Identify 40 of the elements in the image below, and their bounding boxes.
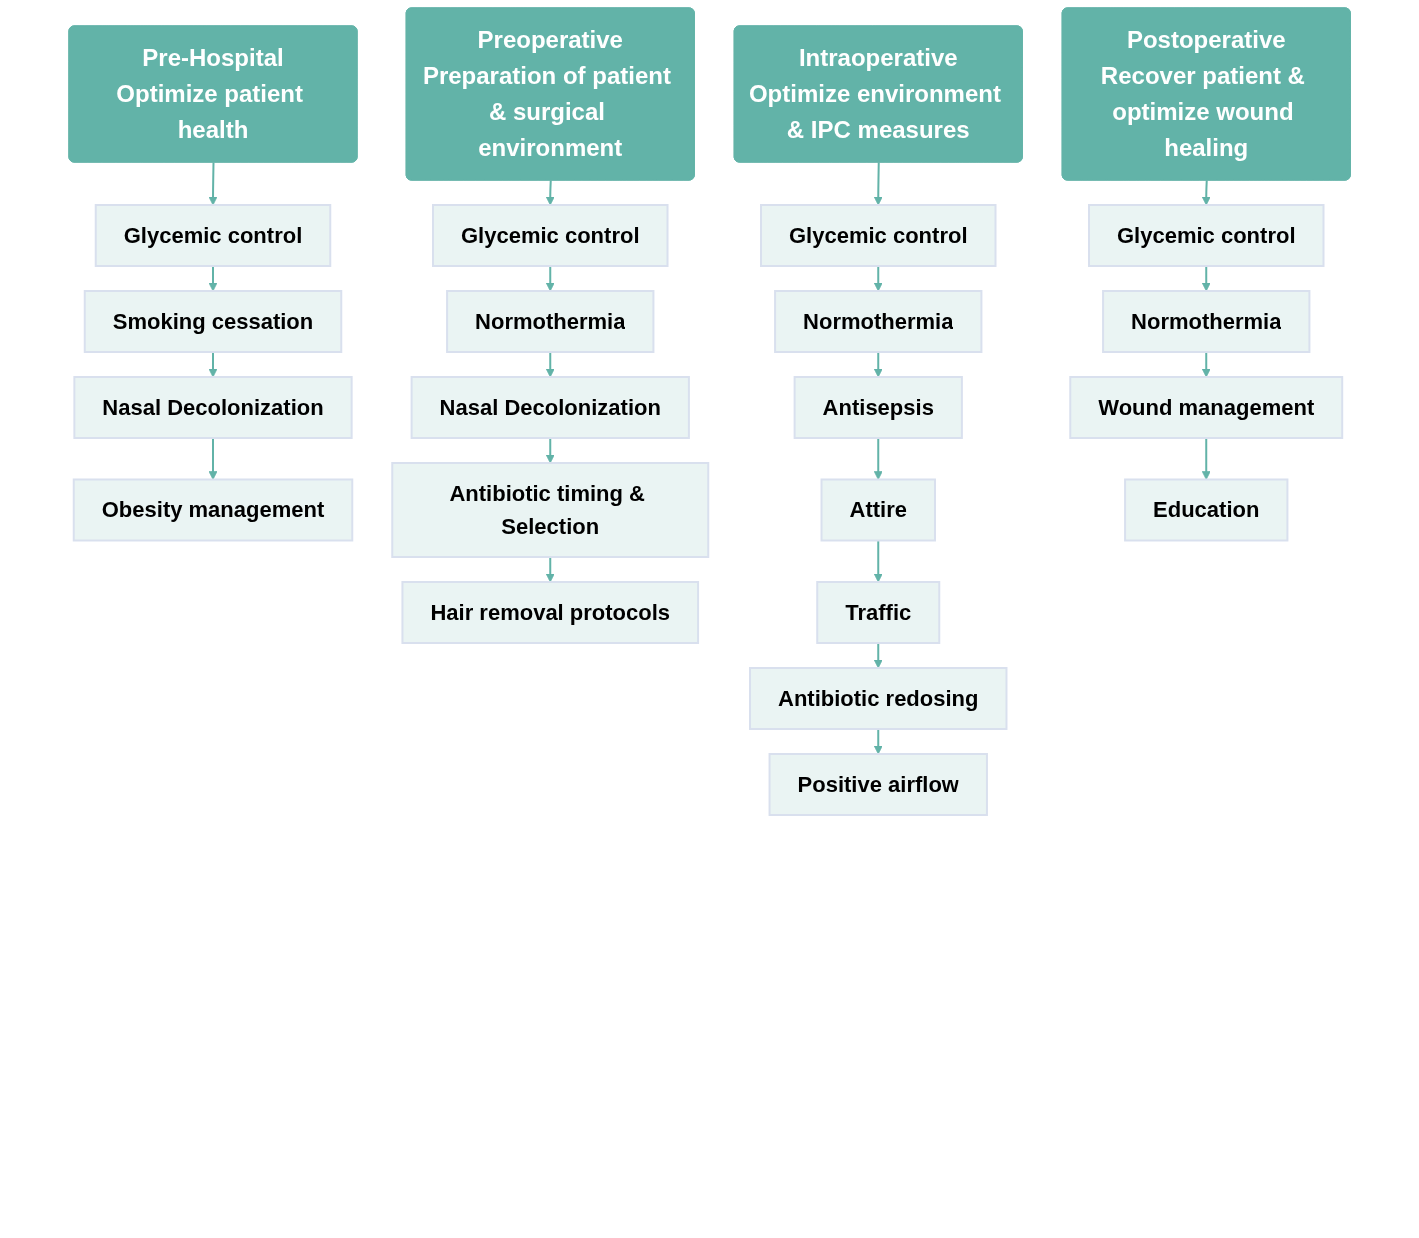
- arrow: [545, 265, 555, 292]
- node-box: Normothermia: [773, 290, 983, 353]
- node-box: Attire: [820, 478, 936, 542]
- arrow: [545, 437, 555, 464]
- arrow: [1201, 179, 1211, 206]
- node-box: Obesity management: [72, 478, 354, 542]
- arrow: [873, 351, 883, 378]
- arrow: [873, 161, 883, 206]
- arrow: [545, 351, 555, 378]
- node-box: Positive airflow: [768, 753, 988, 816]
- node-box: Glycemic control: [1087, 204, 1325, 267]
- arrow: [545, 179, 555, 206]
- arrow: [208, 351, 218, 378]
- node-box: Traffic: [816, 581, 941, 644]
- node-box: Education: [1123, 478, 1289, 542]
- node-box: Wound management: [1069, 376, 1344, 439]
- node-box: Glycemic control: [431, 204, 669, 267]
- arrow: [1201, 351, 1211, 378]
- node-box: Antibiotic timing & Selection: [391, 462, 710, 558]
- node-box: Glycemic control: [94, 204, 332, 267]
- arrow: [1201, 437, 1211, 480]
- arrow: [873, 437, 883, 480]
- arrow: [208, 161, 218, 206]
- node-box: Antibiotic redosing: [748, 667, 1008, 730]
- node-box: Nasal Decolonization: [73, 376, 353, 439]
- arrow: [208, 265, 218, 292]
- arrow: [1201, 265, 1211, 292]
- node-box: Nasal Decolonization: [410, 376, 690, 439]
- node-box: Hair removal protocols: [401, 581, 699, 644]
- node-box: Glycemic control: [759, 204, 997, 267]
- node-box: Normothermia: [445, 290, 655, 353]
- node-box: Normothermia: [1101, 290, 1311, 353]
- arrow: [873, 728, 883, 755]
- arrow: [873, 642, 883, 669]
- arrow: [873, 265, 883, 292]
- node-box: Antisepsis: [793, 376, 963, 439]
- node-box: Smoking cessation: [83, 290, 343, 353]
- arrow: [873, 539, 883, 583]
- arrow: [208, 437, 218, 480]
- arrow: [545, 556, 555, 583]
